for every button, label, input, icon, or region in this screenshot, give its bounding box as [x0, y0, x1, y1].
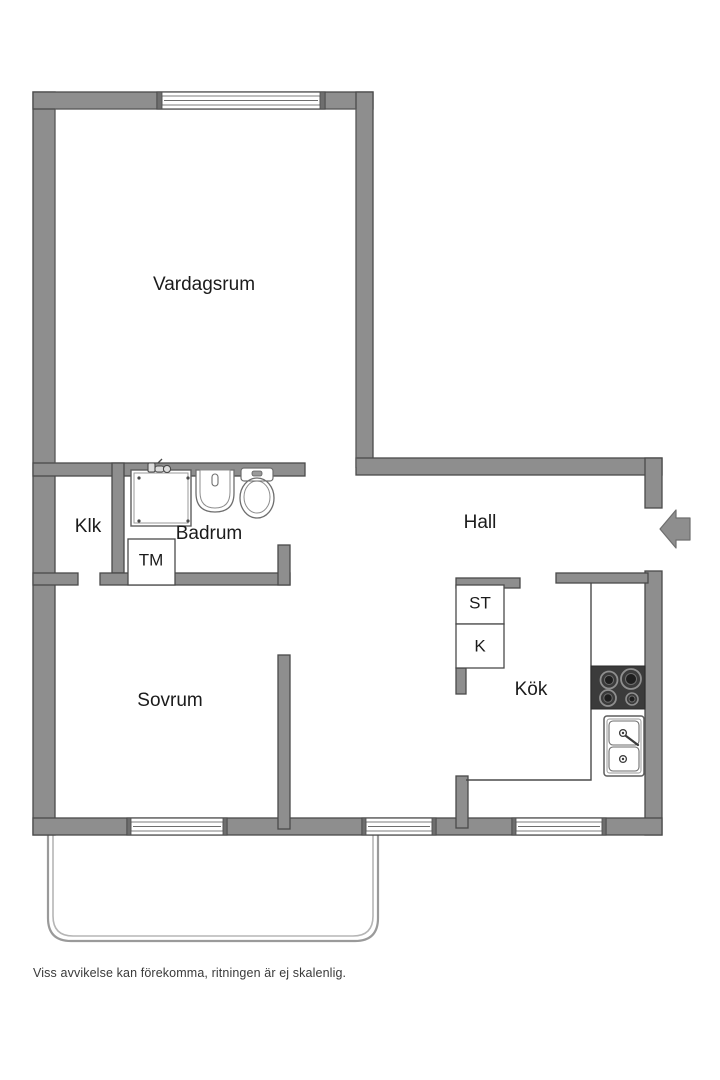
kitchen-counter	[466, 583, 592, 781]
tm-box	[127, 538, 176, 586]
window-balcony-door	[361, 817, 437, 836]
kitchen-double-sink	[603, 715, 645, 777]
washbasin	[195, 469, 235, 513]
window-kok-bottom	[511, 817, 607, 836]
room-label-kok: Kök	[515, 679, 548, 700]
disclaimer-note: Viss avvikelse kan förekomma, ritningen …	[33, 966, 347, 980]
windows-group	[126, 91, 607, 836]
closet-label-tm: TM	[139, 550, 164, 569]
closet-st	[455, 584, 505, 625]
shower-cabin	[130, 458, 192, 527]
closet-k	[455, 623, 505, 669]
wall-structure	[32, 91, 663, 836]
window-living-top	[156, 91, 326, 110]
window-sovrum-bottom	[126, 817, 228, 836]
toilet	[239, 467, 275, 519]
closet-label-st: ST	[469, 593, 491, 612]
room-label-badrum: Badrum	[176, 523, 243, 544]
closet-label-k: K	[474, 636, 486, 655]
room-label-klk: Klk	[75, 516, 102, 537]
room-label-vardagsrum: Vardagsrum	[153, 274, 255, 295]
entrance-arrow	[659, 509, 691, 549]
room-label-hall: Hall	[464, 512, 497, 533]
room-label-sovrum: Sovrum	[137, 690, 202, 711]
shower-fittings	[147, 458, 172, 474]
balcony-outline	[46, 835, 380, 943]
stove-4-burner	[590, 665, 646, 710]
